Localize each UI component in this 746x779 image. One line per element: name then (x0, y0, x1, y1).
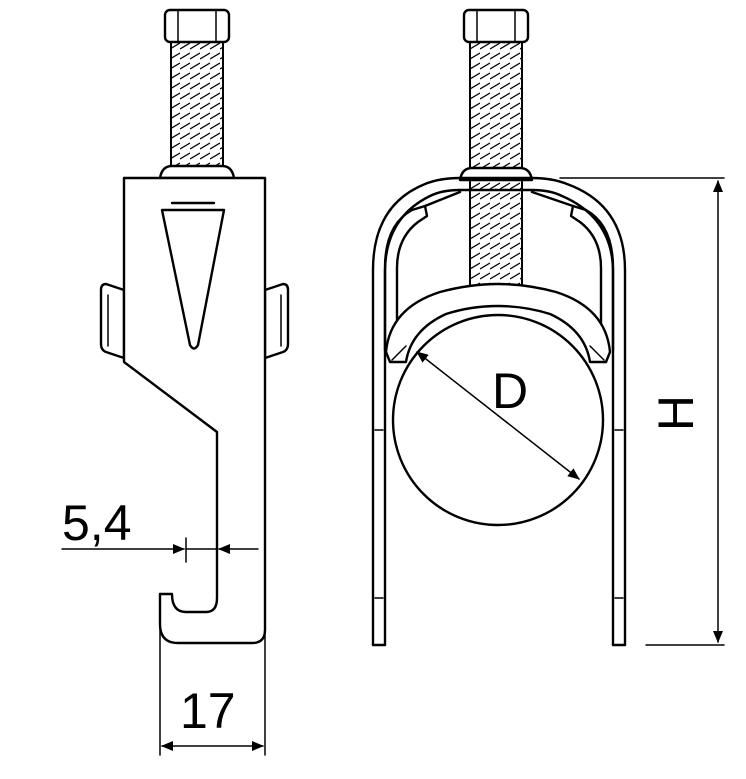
front-saddle (384, 282, 612, 364)
side-bolt (158, 8, 236, 180)
dimension-slot-width: 5,4 (61, 495, 259, 563)
side-bolt-thread (170, 41, 224, 169)
side-view (99, 8, 290, 645)
side-clamp-body (122, 176, 267, 645)
front-bolt-head (462, 8, 530, 44)
side-slot (160, 208, 226, 350)
dimension-diameter-label: D (492, 363, 528, 419)
dimension-height-label: H (648, 395, 704, 431)
side-right-tab (263, 282, 290, 360)
side-left-tab (99, 282, 126, 360)
front-stirrup-outer (371, 176, 627, 647)
front-pipe-circle (391, 313, 605, 527)
side-bolt-head (163, 8, 231, 44)
dimension-diameter: D (416, 351, 580, 480)
dimension-height: H (559, 177, 725, 646)
dimension-slot-width-label: 5,4 (62, 495, 132, 551)
dimension-base-width: 17 (159, 621, 266, 756)
side-bolt-nut (158, 164, 236, 180)
front-view (371, 8, 627, 647)
dimension-base-width-label: 17 (180, 683, 236, 739)
front-bolt-thread (469, 41, 523, 291)
front-bolt (458, 8, 534, 291)
